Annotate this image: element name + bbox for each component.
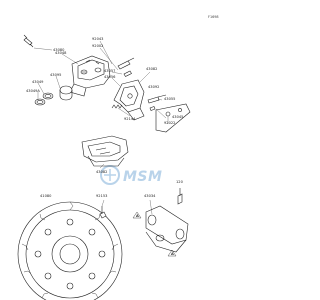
ref-letter-2: A: [171, 252, 174, 256]
leader-lines-caliper: [37, 40, 169, 169]
disc-holes: [34, 218, 106, 290]
ref-letter-1: A: [136, 214, 139, 218]
disc-wave-edge: [21, 201, 119, 299]
label-92144: 92144: [124, 117, 136, 121]
label-43049a: 43049A: [26, 89, 40, 93]
label-43092: 43092: [148, 85, 159, 89]
part-number-labels: 43080 92043 92002 43048 43057 43056 4309…: [26, 37, 184, 198]
ref-marker-a-2: A: [167, 249, 177, 257]
piston-part: [59, 85, 73, 101]
parts-diagram-page: F1698 MSM: [17, 15, 219, 300]
label-43082: 43082: [146, 67, 157, 71]
mount-bolt-part: [147, 94, 167, 111]
label-92002: 92002: [92, 44, 103, 48]
ref-marker-a-1: A: [132, 211, 142, 219]
seal-ring-part: [34, 92, 54, 106]
torque-link-part: [145, 188, 189, 253]
label-43049: 43049: [32, 80, 44, 84]
exploded-parts-diagram: F1698 MSM: [17, 15, 219, 300]
label-92022: 92022: [164, 121, 175, 125]
caliper-body-part: [69, 55, 111, 97]
label-41080: 41080: [40, 194, 52, 198]
label-43055: 43055: [164, 97, 175, 101]
page-code: F1698: [208, 15, 219, 19]
brake-disc-part: [17, 201, 123, 300]
label-120: 120: [176, 180, 184, 184]
label-43048: 43048: [55, 51, 67, 55]
caliper-assembly: [23, 34, 191, 169]
label-43056: 43056: [104, 75, 116, 79]
label-43095: 43095: [50, 73, 61, 77]
label-43034: 43034: [144, 194, 156, 198]
disc-bolt-part: [99, 199, 107, 219]
label-43045: 43045: [172, 115, 183, 119]
label-43080: 43080: [53, 48, 65, 52]
bleed-valve-part: [23, 34, 53, 51]
brake-pads-part: [81, 135, 129, 167]
watermark-logo: MSM: [100, 165, 162, 185]
label-92043: 92043: [92, 37, 103, 41]
label-92153: 92153: [96, 194, 107, 198]
pin-bolt-part: [117, 57, 135, 77]
label-43082-pads: 43082: [96, 170, 107, 174]
spring-part: [111, 104, 123, 109]
label-43057: 43057: [104, 69, 115, 73]
caliper-bracket-part: [113, 79, 145, 121]
watermark-text: MSM: [123, 169, 162, 185]
